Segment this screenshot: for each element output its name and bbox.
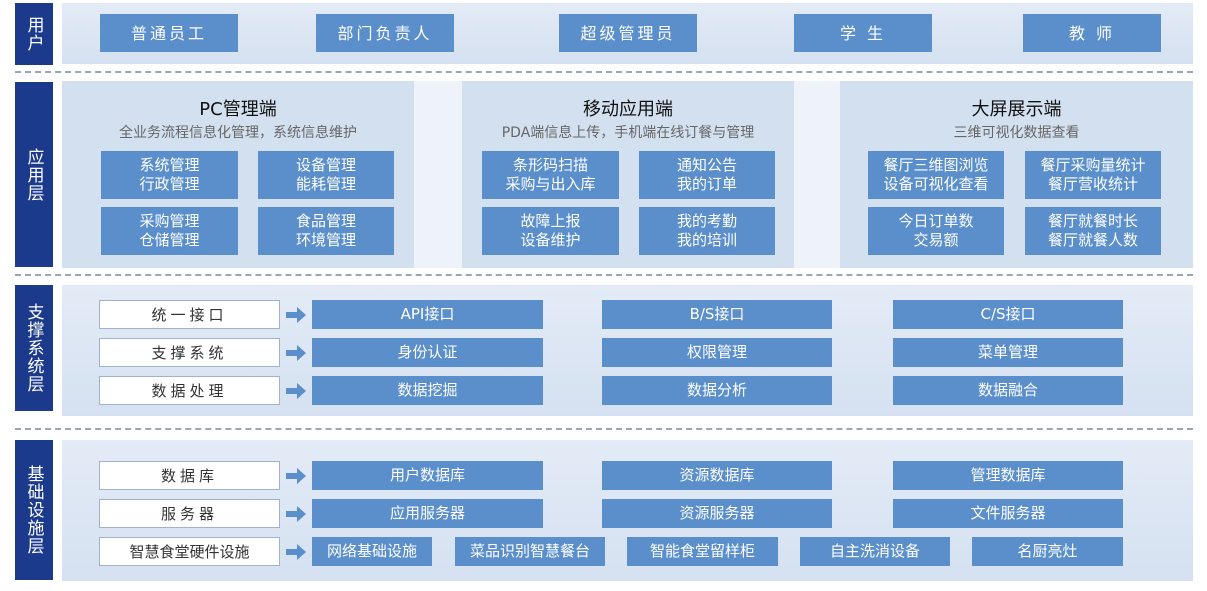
support-box: 权限管理 [602, 338, 832, 367]
support-box: 数据挖掘 [312, 376, 543, 405]
arrow-right-icon [286, 468, 306, 484]
module-box: 今日订单数交易额 [868, 207, 1004, 255]
separator [15, 428, 1193, 430]
panel-subtitle: PDA端信息上传，手机端在线订餐与管理 [501, 125, 755, 141]
infra-box: 自主洗消设备 [800, 537, 950, 566]
module-box: 我的考勤我的培训 [639, 207, 775, 255]
infra-box: 资源数据库 [602, 461, 832, 490]
user-box-department-head: 部门负责人 [316, 14, 454, 52]
arrow-right-icon [286, 307, 306, 323]
module-box: 餐厅就餐时长餐厅就餐人数 [1025, 207, 1161, 255]
user-box-super-admin: 超级管理员 [559, 14, 697, 52]
row-label: 数据处理 [99, 376, 280, 405]
infra-box: 用户数据库 [312, 461, 543, 490]
infra-box: 菜品识别智慧餐台 [455, 537, 605, 566]
layer-label-user: 用户 [15, 3, 53, 65]
user-box-ordinary-staff: 普通员工 [100, 14, 238, 52]
separator [15, 274, 1193, 276]
panel-subtitle: 三维可视化数据查看 [953, 125, 1080, 141]
infra-box: 名厨亮灶 [972, 537, 1123, 566]
module-box: 故障上报设备维护 [482, 207, 619, 255]
arrow-right-icon [286, 544, 306, 560]
module-box: 餐厅三维图浏览设备可视化查看 [868, 151, 1004, 199]
infra-box: 资源服务器 [602, 499, 832, 528]
module-box: 采购管理仓储管理 [101, 207, 238, 255]
layer-label-support: 支撑系统层 [15, 285, 53, 411]
layer-label-infrastructure: 基础设施层 [15, 440, 53, 580]
infra-box: 网络基础设施 [312, 537, 432, 566]
panel-title: 大屏展示端 [971, 99, 1062, 120]
support-box: API接口 [312, 300, 543, 329]
user-box-teacher: 教 师 [1023, 14, 1161, 52]
module-box: 通知公告我的订单 [639, 151, 775, 199]
layer-label-application: 应用层 [15, 82, 53, 267]
arrow-right-icon [286, 506, 306, 522]
separator [15, 71, 1193, 73]
module-box: 设备管理能耗管理 [258, 151, 394, 199]
support-box: C/S接口 [893, 300, 1123, 329]
infra-box: 应用服务器 [312, 499, 543, 528]
row-label: 服务器 [99, 499, 280, 528]
row-label: 智慧食堂硬件设施 [99, 537, 280, 566]
module-box: 食品管理环境管理 [258, 207, 394, 255]
row-label: 统一接口 [99, 300, 280, 329]
arrow-right-icon [286, 383, 306, 399]
user-box-student: 学 生 [794, 14, 932, 52]
support-box: B/S接口 [602, 300, 832, 329]
infra-box: 文件服务器 [893, 499, 1123, 528]
infra-box: 智能食堂留样柜 [627, 537, 778, 566]
module-box: 系统管理行政管理 [101, 151, 238, 199]
row-label: 数据库 [99, 461, 280, 490]
support-box: 数据融合 [893, 376, 1123, 405]
infra-box: 管理数据库 [893, 461, 1123, 490]
arrow-right-icon [286, 345, 306, 361]
panel-title: PC管理端 [199, 99, 277, 120]
support-box: 身份认证 [312, 338, 543, 367]
module-box: 条形码扫描采购与出入库 [482, 151, 619, 199]
row-label: 支撑系统 [99, 338, 280, 367]
support-box: 数据分析 [602, 376, 832, 405]
support-box: 菜单管理 [893, 338, 1123, 367]
panel-subtitle: 全业务流程信息化管理，系统信息维护 [119, 125, 357, 141]
module-box: 餐厅采购量统计餐厅营收统计 [1025, 151, 1161, 199]
panel-title: 移动应用端 [583, 99, 673, 120]
